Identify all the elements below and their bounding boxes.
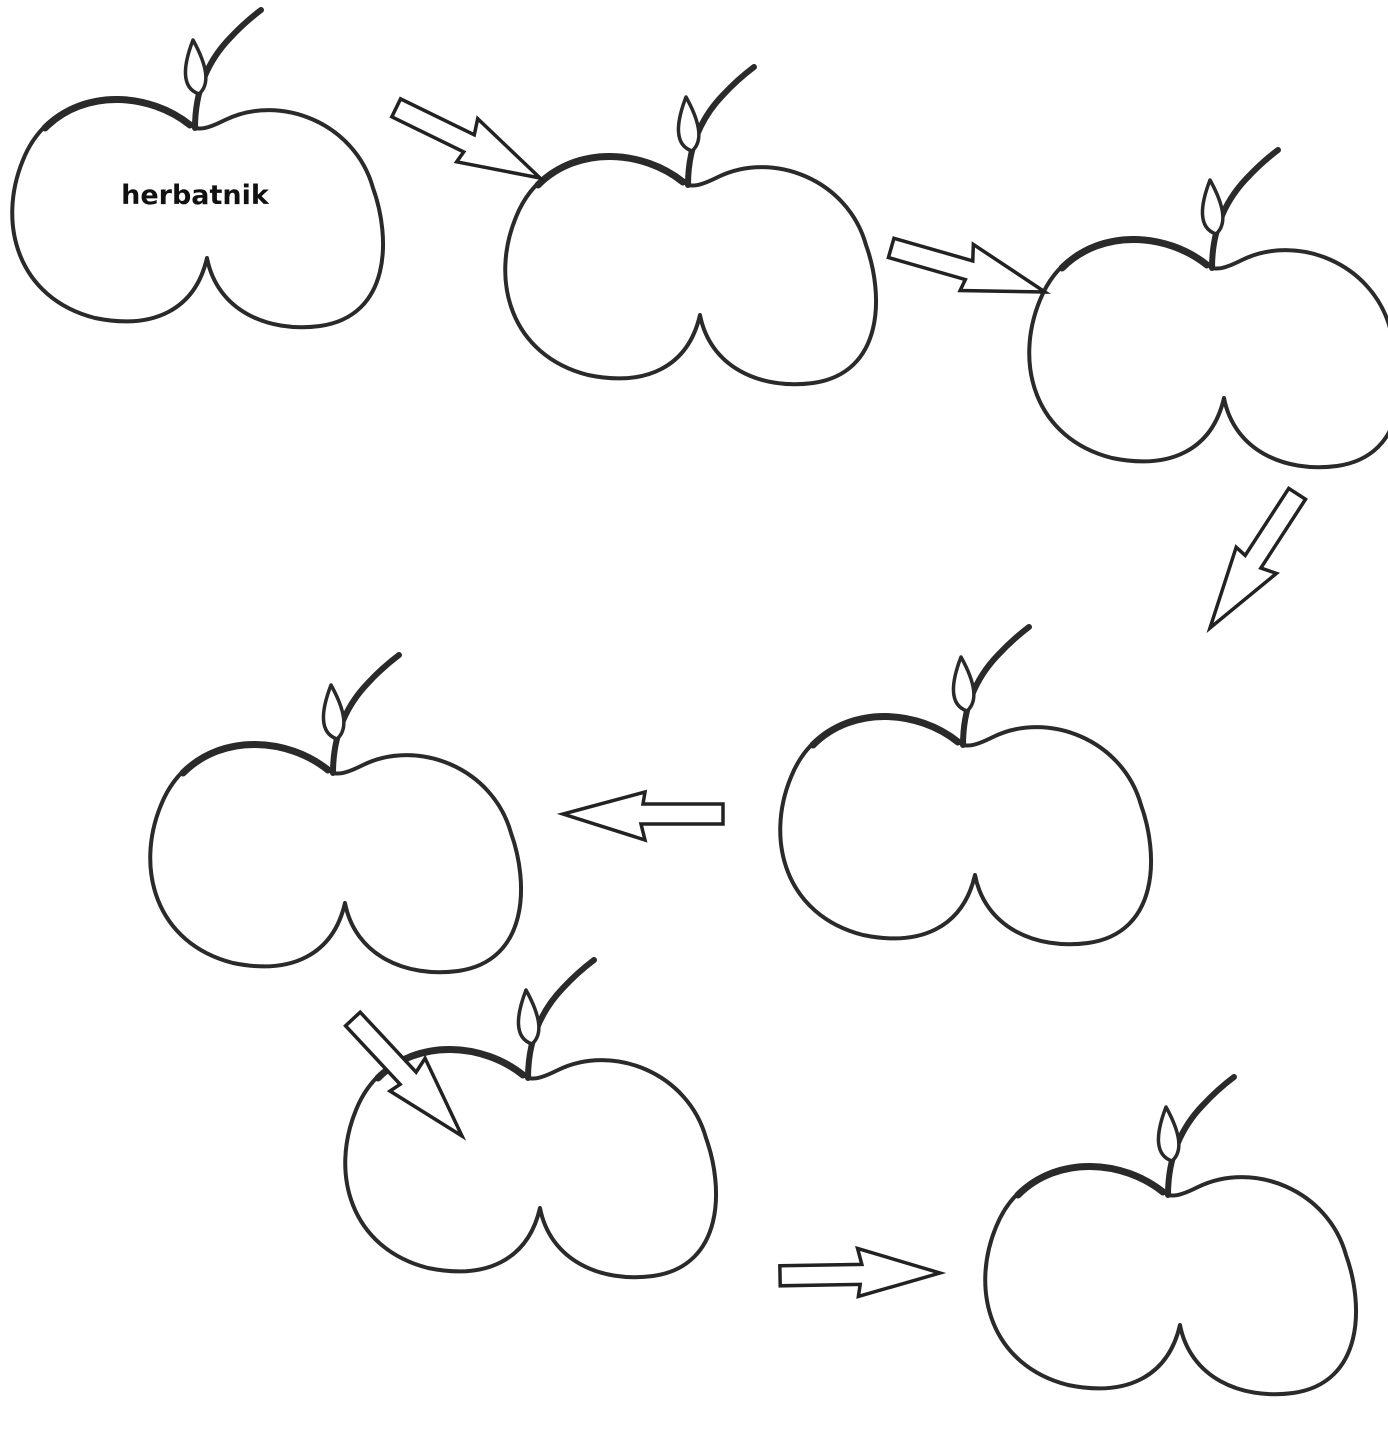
arrow-3-to-4 bbox=[1189, 480, 1321, 644]
arrow-6-to-7 bbox=[777, 1245, 943, 1300]
apple-7 bbox=[985, 1077, 1356, 1394]
apple-5 bbox=[150, 655, 521, 972]
apple-2 bbox=[505, 67, 876, 384]
apple-6 bbox=[345, 960, 716, 1277]
apple-1: herbatnik bbox=[12, 10, 383, 327]
arrow-1-to-2 bbox=[384, 82, 554, 200]
apple-4 bbox=[780, 627, 1151, 944]
arrow-2-to-3 bbox=[883, 221, 1054, 315]
apple-label-herbatnik: herbatnik bbox=[121, 180, 270, 211]
apple-3 bbox=[1029, 150, 1388, 467]
arrow-4-to-5 bbox=[561, 790, 725, 842]
